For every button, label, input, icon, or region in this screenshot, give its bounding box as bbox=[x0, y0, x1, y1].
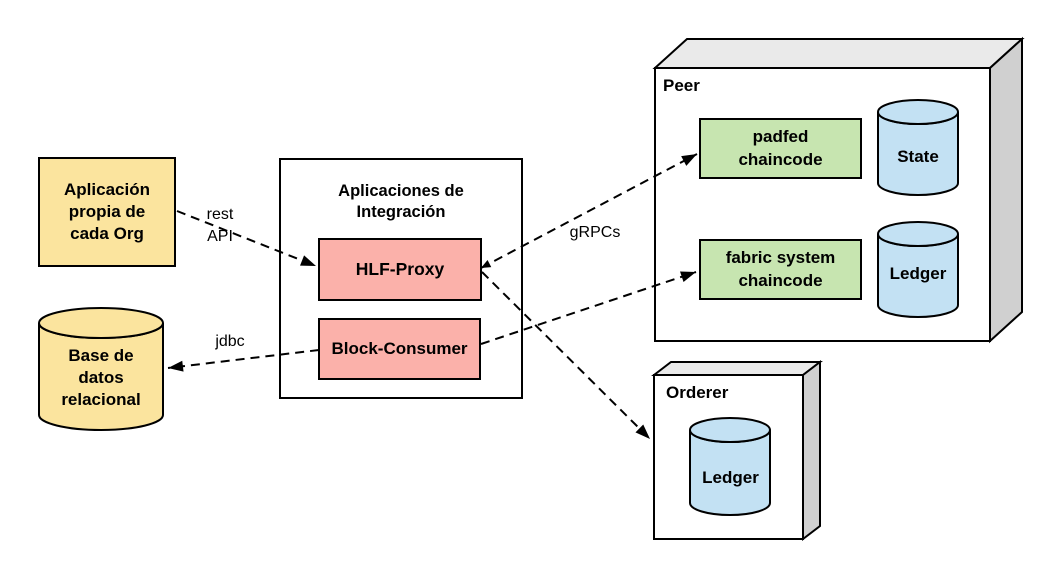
orderer-ledger-cylinder bbox=[689, 417, 771, 516]
peer-box-side-face bbox=[989, 36, 1023, 344]
edge-jdbc-line bbox=[167, 349, 320, 372]
peer-box-top-face bbox=[652, 38, 1025, 69]
state-cylinder bbox=[877, 99, 959, 196]
block-consumer-box bbox=[318, 318, 481, 380]
edges bbox=[167, 153, 698, 440]
edge-proxy-orderer-line bbox=[481, 271, 651, 440]
padfed-chaincode-box bbox=[699, 118, 862, 179]
hlf-proxy-box bbox=[318, 238, 482, 301]
edge-block-consumer-fabric-line bbox=[480, 271, 697, 345]
peer-ledger-cylinder bbox=[877, 221, 959, 318]
orderer-box-top-face bbox=[651, 361, 823, 376]
fabric-system-chaincode-box bbox=[699, 239, 862, 300]
app-org-box bbox=[38, 157, 176, 267]
orderer-box-side-face bbox=[802, 359, 821, 542]
database-cylinder bbox=[38, 307, 164, 431]
edge-rest-api-line bbox=[176, 210, 317, 267]
edge-grpcs-line bbox=[480, 153, 698, 269]
